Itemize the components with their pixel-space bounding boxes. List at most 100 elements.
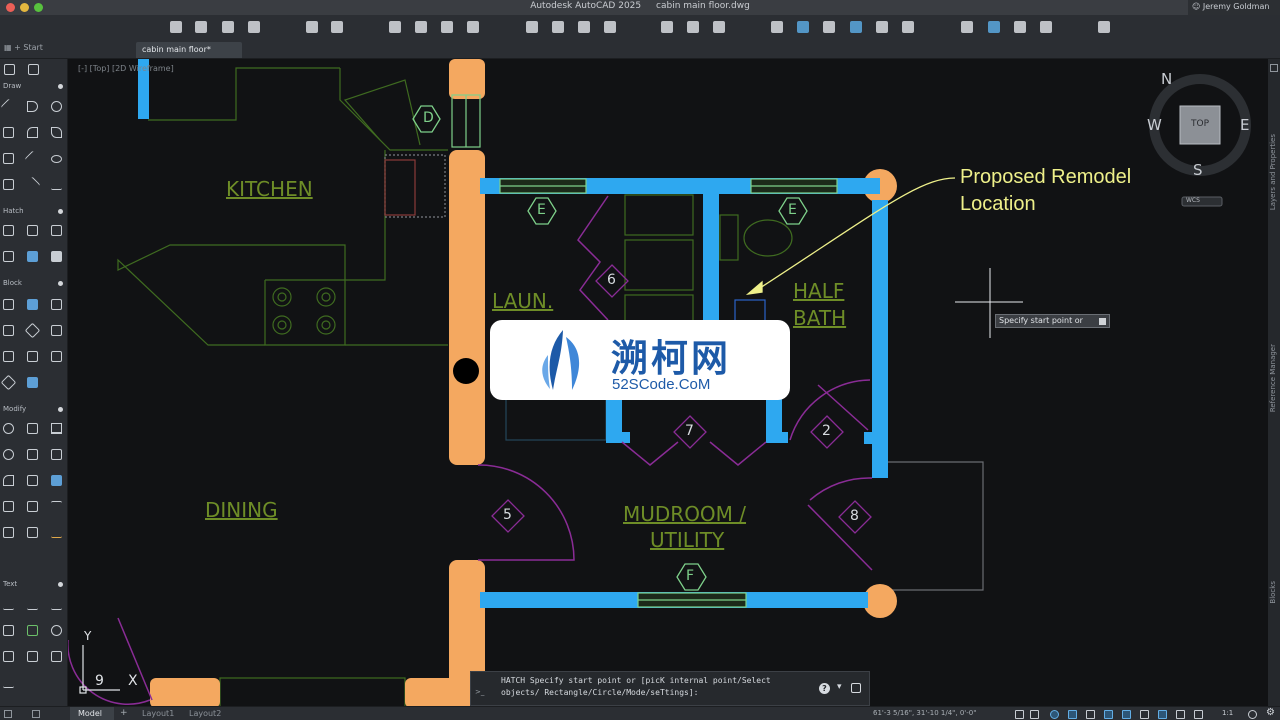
save-as-icon[interactable]: [248, 21, 260, 33]
clipboard-icon[interactable]: [1098, 21, 1110, 33]
viewcube-east[interactable]: E: [1240, 116, 1250, 134]
dynamic-input-arrow-icon[interactable]: [1099, 318, 1106, 325]
wcs-menu[interactable]: WCS: [1186, 197, 1200, 204]
attach-icon[interactable]: [0, 374, 17, 391]
stretch-icon[interactable]: [51, 423, 62, 434]
layer-icon[interactable]: [526, 21, 538, 33]
workspace-icon[interactable]: [1248, 710, 1257, 719]
undo-icon[interactable]: [306, 21, 318, 33]
table-icon[interactable]: [3, 651, 14, 662]
tab-blocks[interactable]: Blocks: [1269, 581, 1277, 604]
markup-icon[interactable]: [1040, 21, 1052, 33]
reference-icon[interactable]: [27, 377, 38, 388]
status-layout-icon[interactable]: [32, 710, 40, 718]
tab-layout2[interactable]: Layout2: [189, 709, 222, 718]
text-style-icon[interactable]: [51, 599, 62, 610]
join-icon[interactable]: [27, 527, 38, 538]
layer-properties-icon[interactable]: [552, 21, 564, 33]
section-draw[interactable]: Draw: [3, 82, 21, 90]
single-line-text-icon[interactable]: [27, 599, 38, 610]
tab-layout1[interactable]: Layout1: [142, 709, 175, 718]
spline-icon[interactable]: [51, 127, 62, 138]
move-icon[interactable]: [3, 423, 14, 434]
viewcube-north[interactable]: N: [1161, 70, 1173, 88]
add-layout-button[interactable]: +: [120, 708, 128, 718]
annotation-visibility-icon[interactable]: [1176, 710, 1185, 719]
batch-plot-icon[interactable]: [415, 21, 427, 33]
region-icon[interactable]: [3, 179, 14, 190]
command-options-icon[interactable]: ▾: [837, 682, 842, 692]
create-block-icon[interactable]: [27, 299, 38, 310]
gear-icon[interactable]: ⚙: [1266, 707, 1275, 718]
rectangle-icon[interactable]: [3, 127, 14, 138]
section-modify[interactable]: Modify: [3, 405, 26, 413]
manage-attributes-icon[interactable]: [51, 351, 62, 362]
layer-tools-icon[interactable]: [604, 21, 616, 33]
grid-icon[interactable]: [1015, 710, 1024, 719]
layer-states-icon[interactable]: [578, 21, 590, 33]
tab-active-file[interactable]: cabin main floor*: [136, 42, 242, 58]
write-block-icon[interactable]: [3, 351, 14, 362]
base-point-icon[interactable]: [27, 351, 38, 362]
viewport-controls[interactable]: [-] [Top] [2D Wireframe]: [78, 64, 174, 73]
hatch-edit-icon[interactable]: [3, 251, 14, 262]
text-search-icon[interactable]: [51, 625, 62, 636]
trim-icon[interactable]: [27, 475, 38, 486]
chamfer-icon[interactable]: [27, 501, 38, 512]
circle-icon[interactable]: [51, 101, 62, 112]
hatch-fill-icon[interactable]: [27, 251, 38, 262]
status-menu-icon[interactable]: [4, 710, 12, 718]
section-block[interactable]: Block: [3, 279, 22, 287]
ortho-icon[interactable]: [1050, 710, 1059, 719]
pan-icon[interactable]: [687, 21, 699, 33]
plot-icon[interactable]: [389, 21, 401, 33]
lineweight-icon[interactable]: [1122, 710, 1131, 719]
block-editor-icon[interactable]: [797, 21, 809, 33]
edit-block-icon[interactable]: [51, 299, 62, 310]
scale-icon[interactable]: [51, 449, 62, 460]
line-icon[interactable]: [0, 98, 17, 115]
polyline-icon[interactable]: [27, 101, 38, 112]
viewcube-south[interactable]: S: [1193, 161, 1203, 179]
text-case-icon[interactable]: [51, 651, 62, 662]
erase-icon[interactable]: [51, 527, 62, 538]
block-attribute-icon[interactable]: [51, 325, 62, 336]
xline-icon[interactable]: [24, 176, 41, 193]
save-icon[interactable]: [222, 21, 234, 33]
xref-icon[interactable]: [850, 21, 862, 33]
viewcube[interactable]: [1149, 74, 1251, 207]
palette-grid-icon[interactable]: [28, 64, 39, 75]
text-align-icon[interactable]: [3, 677, 14, 688]
redo-icon[interactable]: [331, 21, 343, 33]
auto-scale-icon[interactable]: [1194, 710, 1203, 719]
dynamic-input-tooltip[interactable]: Specify start point or: [995, 314, 1110, 328]
share-icon[interactable]: [961, 21, 973, 33]
selection-cycling-icon[interactable]: [1158, 710, 1167, 719]
orbit-icon[interactable]: [713, 21, 725, 33]
offset-icon[interactable]: [3, 501, 14, 512]
command-help-icon[interactable]: ?: [819, 683, 830, 694]
wipeout-icon[interactable]: [51, 251, 62, 262]
spell-check-icon[interactable]: [27, 625, 38, 636]
tag-icon[interactable]: [24, 322, 41, 339]
polar-icon[interactable]: [1068, 710, 1077, 719]
section-hatch[interactable]: Hatch: [3, 207, 24, 215]
window-maximize-button[interactable]: [34, 3, 43, 12]
hatch-icon[interactable]: [3, 225, 14, 236]
field-icon[interactable]: [27, 651, 38, 662]
section-text[interactable]: Text: [3, 580, 17, 588]
arc-icon[interactable]: [27, 127, 38, 138]
rotate-icon[interactable]: [3, 449, 14, 460]
measure-icon[interactable]: [876, 21, 888, 33]
mirror-icon[interactable]: [27, 449, 38, 460]
properties-icon[interactable]: [902, 21, 914, 33]
find-text-icon[interactable]: [3, 625, 14, 636]
object-snap-icon[interactable]: [1104, 710, 1113, 719]
transparency-icon[interactable]: [1140, 710, 1149, 719]
annotation-scale[interactable]: 1:1: [1222, 709, 1234, 717]
attribute-icon[interactable]: [823, 21, 835, 33]
insert-block-icon[interactable]: [3, 299, 14, 310]
window-close-button[interactable]: [6, 3, 15, 12]
compare-icon[interactable]: [1014, 21, 1026, 33]
publish-icon[interactable]: [467, 21, 479, 33]
